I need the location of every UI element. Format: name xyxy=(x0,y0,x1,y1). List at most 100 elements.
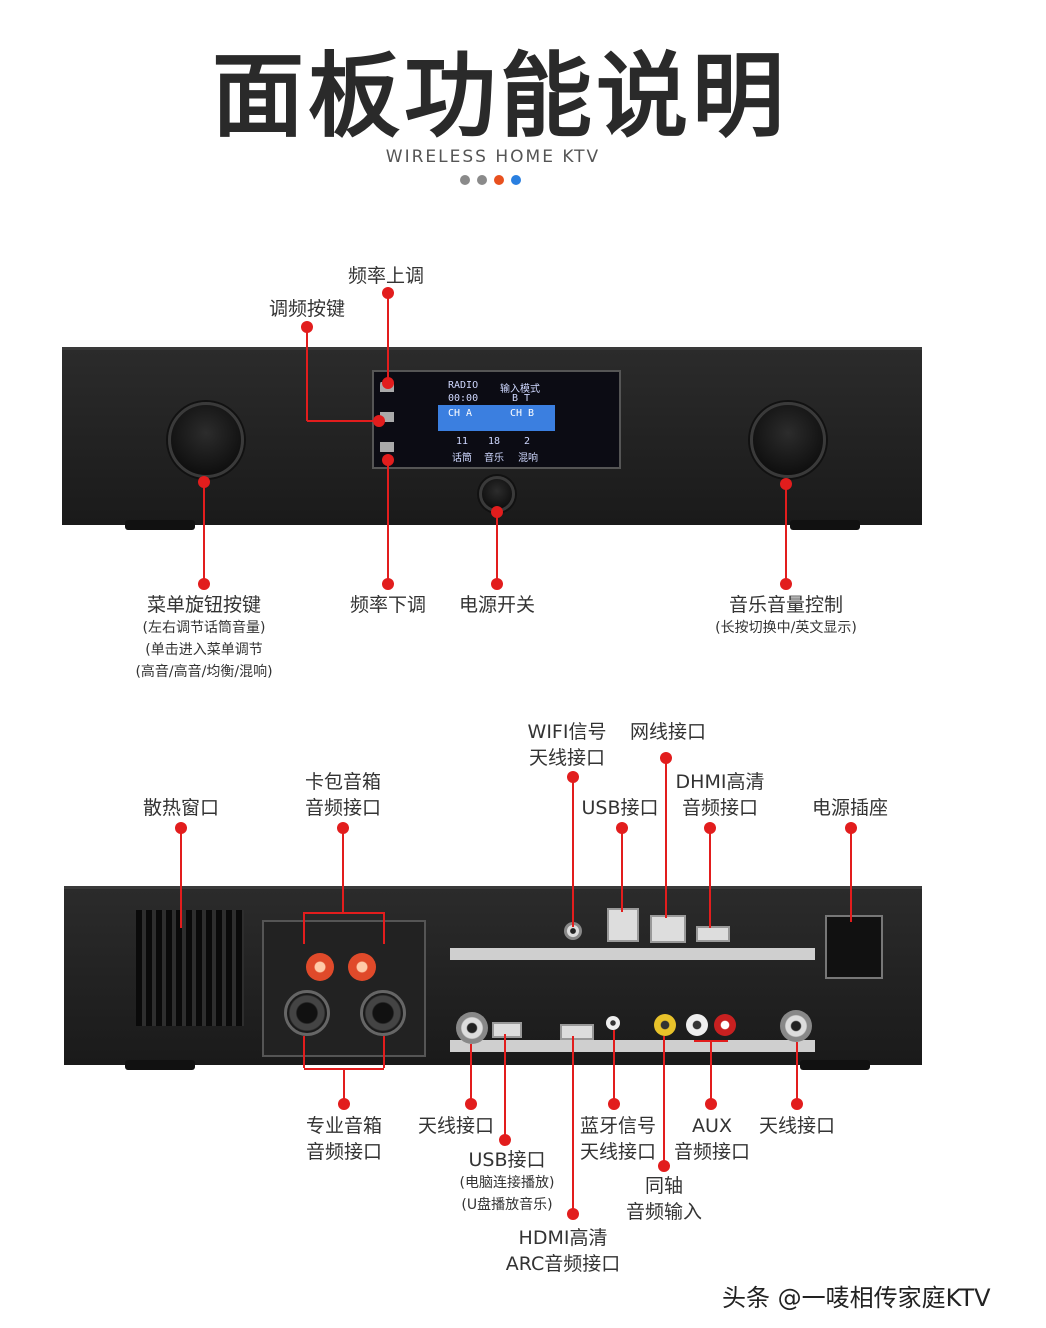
callout-line xyxy=(387,293,389,383)
hdmi-port-top[interactable] xyxy=(696,926,730,942)
lcd-text: 11 xyxy=(456,436,469,447)
lcd-text: 2 xyxy=(524,436,531,447)
callout-point xyxy=(382,287,394,299)
callout-point xyxy=(705,1098,717,1110)
callout-point xyxy=(658,1160,670,1172)
label-karaoke-out: 音频接口 xyxy=(304,797,382,819)
callout-line xyxy=(572,777,574,927)
label-karaoke-out: 卡包音箱 xyxy=(304,771,382,793)
label-menu-knob-note: (左右调节话筒音量) xyxy=(142,620,266,636)
lcd-text: 00:00 xyxy=(448,393,479,404)
label-usb-note: (电脑连接播放) xyxy=(459,1175,555,1191)
label-aux: AUX xyxy=(692,1115,732,1137)
page-subtitle: WIRELESS HOME KTV xyxy=(385,147,601,167)
callout-point xyxy=(491,578,503,590)
callout-point xyxy=(338,1098,350,1110)
callout-point xyxy=(791,1098,803,1110)
aux-port-right[interactable] xyxy=(714,1014,736,1036)
callout-point xyxy=(382,578,394,590)
binding-post-left[interactable] xyxy=(306,953,334,981)
lcd-text: 混响 xyxy=(518,453,538,464)
label-coax: 同轴 xyxy=(644,1175,684,1197)
callout-line xyxy=(710,1040,712,1104)
antenna-port-left[interactable] xyxy=(456,1012,488,1044)
callout-line xyxy=(663,1036,665,1166)
lower-label-strip xyxy=(450,1040,815,1052)
upper-label-strip xyxy=(450,948,815,960)
decorative-dots xyxy=(460,175,521,185)
callout-point xyxy=(382,454,394,466)
label-coax: 音频输入 xyxy=(625,1201,703,1223)
dot xyxy=(460,175,470,185)
callout-line xyxy=(709,828,711,928)
callout-point xyxy=(499,1134,511,1146)
bt-antenna-port[interactable] xyxy=(606,1016,620,1030)
label-vent: 散热窗口 xyxy=(142,797,220,819)
callout-line xyxy=(383,912,385,944)
page-title: 面板功能说明 xyxy=(211,43,788,150)
callout-line xyxy=(203,482,205,584)
label-hdmi: 音频接口 xyxy=(681,797,759,819)
label-hdmi: DHMI高清 xyxy=(675,771,765,793)
usb-port-top[interactable] xyxy=(607,908,639,942)
speaker-output-box xyxy=(262,920,426,1057)
callout-line xyxy=(306,327,308,421)
callout-point xyxy=(301,321,313,333)
callout-line xyxy=(180,828,182,928)
label-antenna-right: 天线接口 xyxy=(758,1115,836,1137)
callout-line xyxy=(850,828,852,922)
label-lan: 网线接口 xyxy=(629,721,707,743)
lan-port[interactable] xyxy=(650,915,686,943)
callout-line xyxy=(303,912,385,914)
lcd-highlight-bar xyxy=(438,405,555,431)
label-wifi: WIFI信号 xyxy=(527,721,607,743)
callout-line xyxy=(383,1036,385,1068)
label-hdmi-arc: HDMI高清 xyxy=(518,1227,608,1249)
binding-post-right[interactable] xyxy=(348,953,376,981)
label-power: 电源开关 xyxy=(458,594,536,616)
callout-point xyxy=(567,771,579,783)
antenna-port-right[interactable] xyxy=(780,1010,812,1042)
lcd-text: 话筒 xyxy=(452,453,472,464)
callout-line xyxy=(303,1036,305,1068)
wifi-antenna-port[interactable] xyxy=(564,922,582,940)
volume-knob[interactable] xyxy=(750,402,826,478)
vent-grille xyxy=(136,910,244,1026)
coax-port[interactable] xyxy=(654,1014,676,1036)
lcd-text: 音乐 xyxy=(484,453,504,464)
label-usb-note: (U盘播放音乐) xyxy=(461,1197,553,1213)
speakon-right[interactable] xyxy=(360,990,406,1036)
label-hdmi-arc: ARC音频接口 xyxy=(505,1253,621,1275)
callout-point xyxy=(337,822,349,834)
label-bt: 天线接口 xyxy=(579,1141,657,1163)
callout-point xyxy=(616,822,628,834)
callout-point xyxy=(373,415,385,427)
callout-point xyxy=(704,822,716,834)
device-foot xyxy=(790,520,860,530)
hdmi-arc-port[interactable] xyxy=(560,1024,594,1040)
lcd-text: CH A xyxy=(448,408,473,419)
callout-point xyxy=(780,578,792,590)
menu-knob[interactable] xyxy=(168,402,244,478)
callout-point xyxy=(198,476,210,488)
label-pro-out: 专业音箱 xyxy=(305,1115,383,1137)
callout-line xyxy=(496,512,498,584)
label-menu-knob-note: (高音/高音/均衡/混响) xyxy=(135,664,273,680)
power-socket[interactable] xyxy=(825,915,883,979)
label-aux: 音频接口 xyxy=(673,1141,751,1163)
usb-port-bottom[interactable] xyxy=(492,1022,522,1038)
label-antenna-left: 天线接口 xyxy=(417,1115,495,1137)
device-foot xyxy=(800,1060,870,1070)
callout-line xyxy=(470,1044,472,1104)
aux-port-left[interactable] xyxy=(686,1014,708,1036)
callout-line xyxy=(387,460,389,584)
speakon-left[interactable] xyxy=(284,990,330,1036)
callout-point xyxy=(567,1208,579,1220)
lcd-text: RADIO xyxy=(448,380,479,391)
lcd-side-buttons xyxy=(380,378,394,458)
device-foot xyxy=(125,520,195,530)
callout-point xyxy=(382,377,394,389)
watermark: 头条 @一唛相传家庭KTV xyxy=(722,1284,991,1312)
label-music-volume: 音乐音量控制 xyxy=(728,594,844,616)
lcd-text: 18 xyxy=(488,436,501,447)
